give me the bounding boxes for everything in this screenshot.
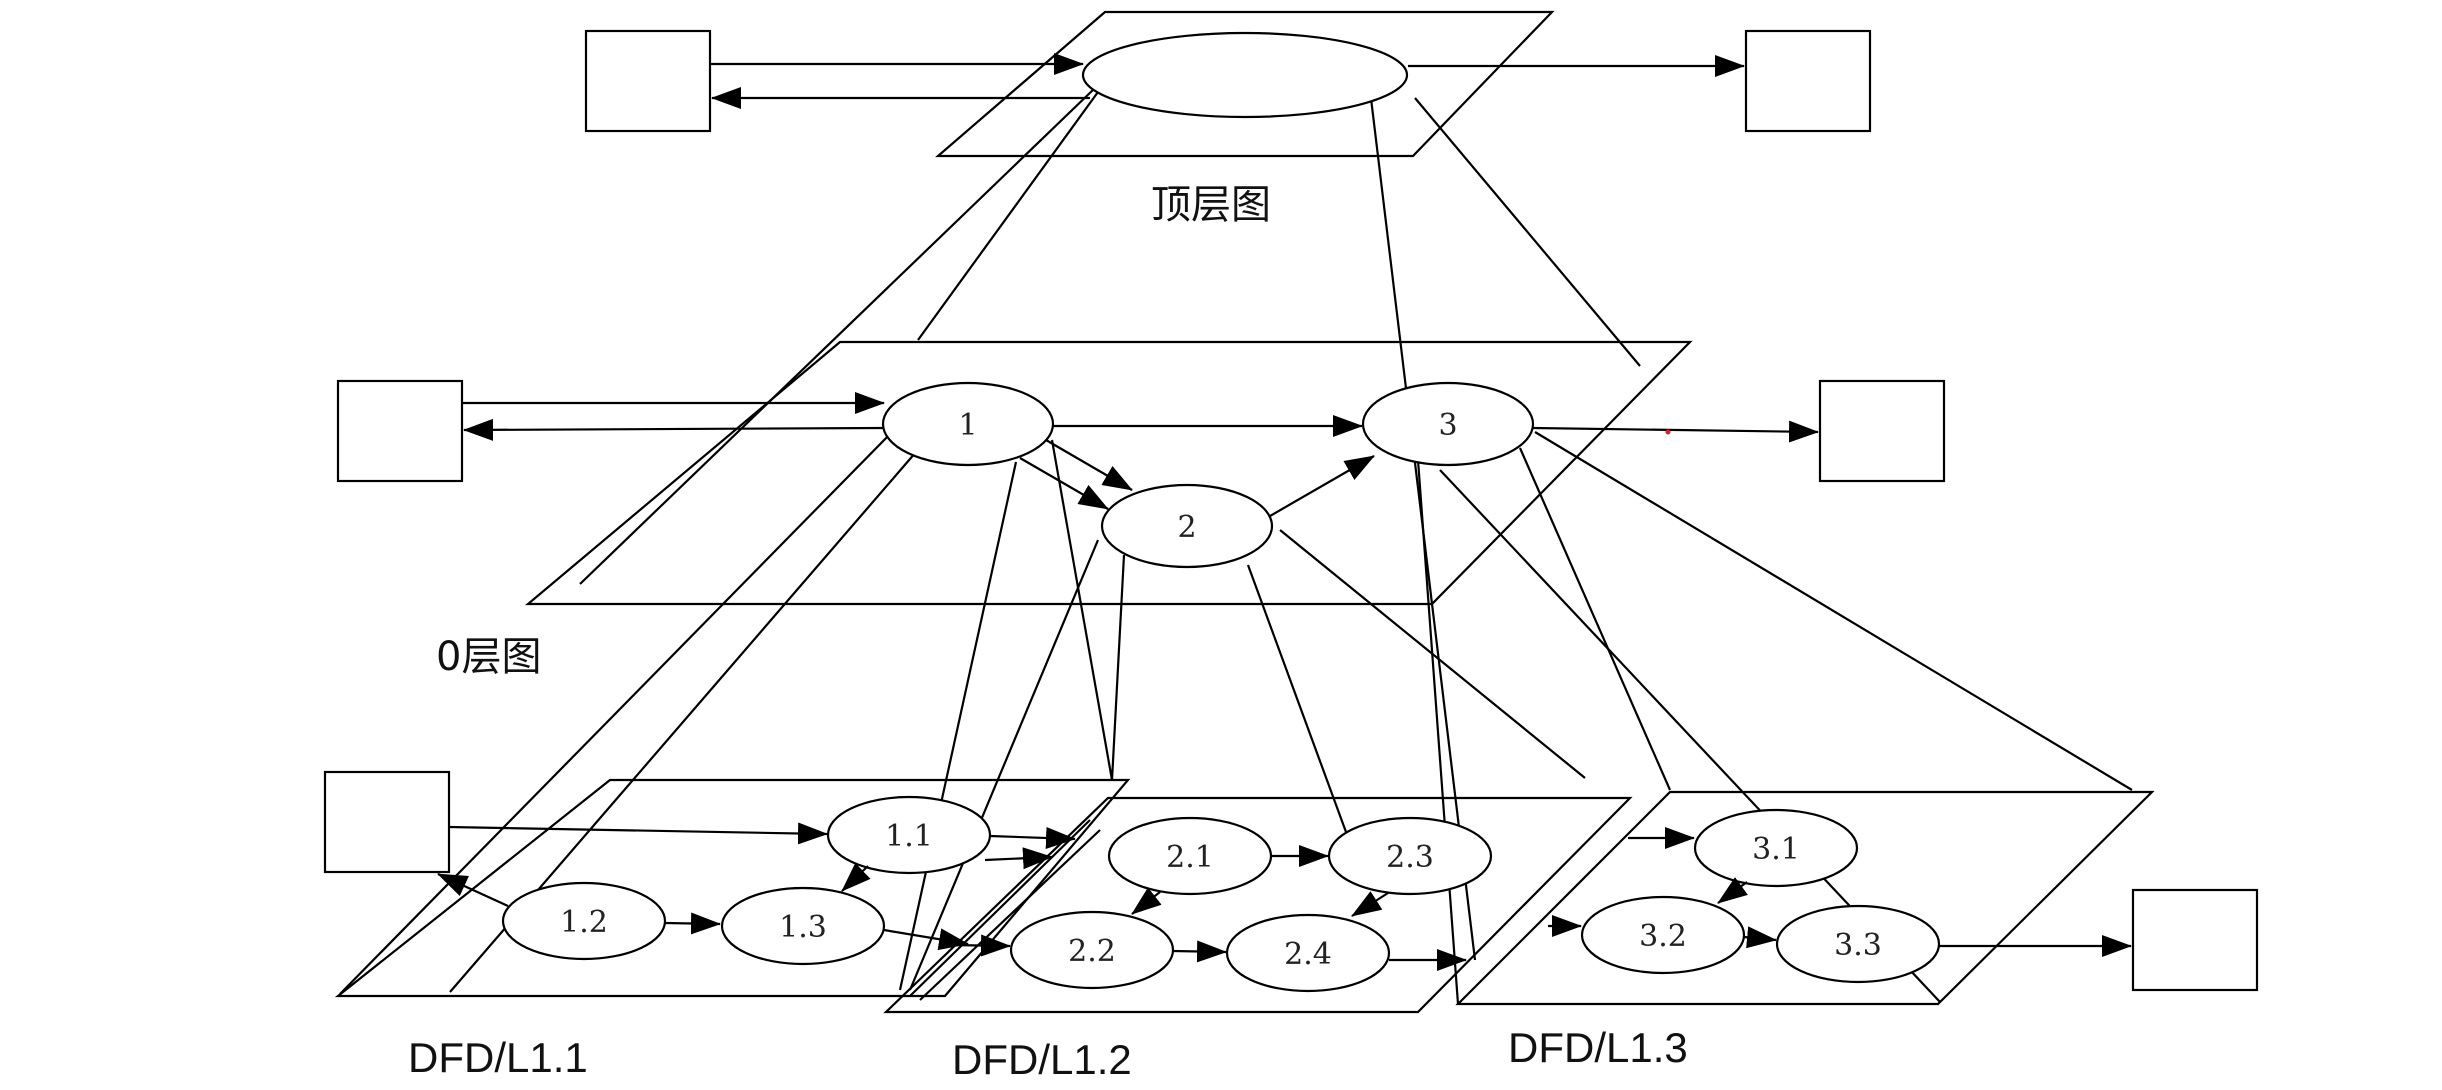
l13-flow-3-2-to-3-3 [1743, 926, 1777, 949]
process-1 [881, 381, 1055, 467]
level0-external-entity-left [336, 379, 464, 483]
dfd-l1-2-label: DFD/L1.2 [952, 1036, 1132, 1083]
process-3 [1361, 381, 1535, 467]
process-3-3-label: 3.3 [1834, 928, 1882, 963]
l12-flow-in-to-2-2 [949, 934, 1011, 957]
level0-label: 0层图 [436, 634, 541, 680]
top-external-entity-right [1744, 29, 1872, 133]
process-1-3-label: 1.3 [779, 910, 827, 945]
flow-1-to-2-a [1045, 439, 1133, 491]
projection-lines [339, 87, 2133, 1005]
l12-flow-2-2-to-2-4 [1172, 940, 1227, 963]
top-external-entity-left [584, 29, 712, 133]
flow-1-to-2-b [1019, 457, 1109, 510]
l11-flow-1-1-out-a [989, 826, 1076, 849]
process-2-4 [1225, 913, 1391, 993]
l11-external-entity [323, 770, 451, 874]
l12-flow-2-1-to-2-2 [1131, 887, 1162, 915]
l13-external-entity [2131, 888, 2259, 992]
process-3-1-label: 3.1 [1752, 832, 1800, 867]
top-level-plane [935, 10, 1555, 158]
process-2-1-label: 2.1 [1166, 840, 1214, 875]
top-level-label: 顶层图 [1151, 182, 1271, 228]
l11-flow-entity-to-1-1 [448, 822, 828, 845]
process-2-4-label: 2.4 [1284, 937, 1332, 972]
process-3-2-label: 3.2 [1639, 919, 1687, 954]
l11-flow-1-3-out [883, 928, 969, 951]
process-2 [1100, 483, 1274, 569]
dfd-l1-1-label: DFD/L1.1 [408, 1034, 588, 1081]
dfd-l1-1-plane [334, 778, 1131, 998]
process-3-label: 3 [1438, 408, 1457, 443]
process-2-2 [1009, 910, 1175, 990]
l12-flow-2-3-to-2-4 [1351, 891, 1389, 917]
process-1-3 [720, 886, 886, 966]
l11-flow-1-2-to-1-3 [664, 912, 721, 935]
process-1-2 [501, 881, 667, 961]
flow-1-to-entity [463, 418, 885, 441]
process-1-label: 1 [958, 408, 977, 443]
level0-external-entity-right [1818, 379, 1946, 483]
process-1-1 [826, 795, 992, 875]
flow-2-to-3 [1269, 455, 1375, 517]
process-2-label: 2 [1177, 510, 1196, 545]
l11-flow-1-2-to-entity [437, 872, 509, 908]
process-2-2-label: 2.2 [1068, 934, 1116, 969]
l13-flow-3-1-to-3-2 [1717, 877, 1748, 904]
process-1-1-label: 1.1 [885, 819, 933, 854]
process-3-3 [1775, 904, 1941, 984]
process-2-3-label: 2.3 [1386, 840, 1434, 875]
top-process-ellipse [1081, 31, 1409, 119]
red-dot [1665, 429, 1671, 435]
process-3-2 [1580, 895, 1746, 975]
l11-flow-1-1-to-1-3 [841, 862, 871, 892]
level-0-plane [524, 340, 1693, 606]
dfd-l1-3-plane [1455, 790, 2155, 1006]
process-3-1 [1693, 808, 1859, 888]
dfd-l1-3-label: DFD/L1.3 [1508, 1024, 1688, 1071]
process-2-3 [1327, 816, 1493, 896]
flow-3-to-entity [1532, 420, 1819, 443]
process-1-2-label: 1.2 [560, 905, 608, 940]
l11-flow-1-1-out-b [984, 847, 1053, 870]
